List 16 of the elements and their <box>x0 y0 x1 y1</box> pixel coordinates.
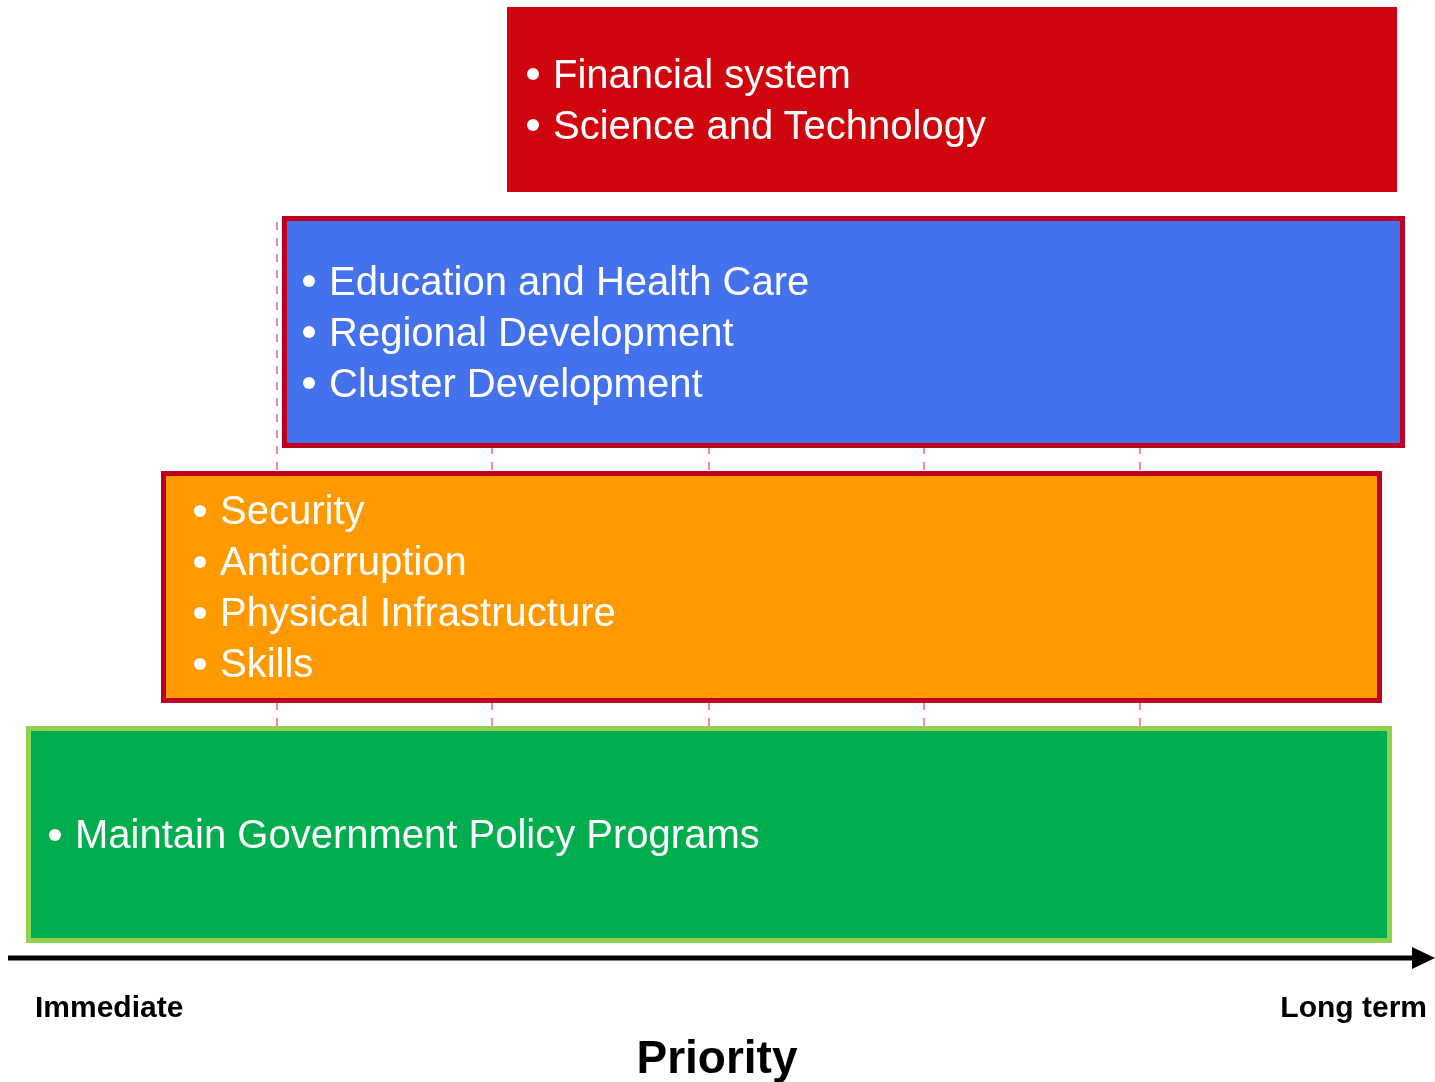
list-item: Maintain Government Policy Programs <box>75 811 760 858</box>
list-item: Science and Technology <box>553 101 986 149</box>
list-item: Skills <box>220 640 314 687</box>
list-item: Security <box>220 487 365 534</box>
priority-band <box>507 7 1397 192</box>
list-item: Financial system <box>553 50 851 98</box>
priority-band <box>26 726 1392 943</box>
list-item: Education and Health Care <box>329 257 810 305</box>
list-item: Physical Infrastructure <box>220 589 616 636</box>
list-item: Anticorruption <box>220 538 467 585</box>
priority-band <box>161 471 1382 703</box>
axis-end-label: Long term <box>1280 990 1427 1024</box>
list-item: Cluster Development <box>329 359 703 407</box>
axis-end-label: Immediate <box>35 990 184 1024</box>
list-item: Regional Development <box>329 308 734 356</box>
priority-band <box>282 216 1405 448</box>
